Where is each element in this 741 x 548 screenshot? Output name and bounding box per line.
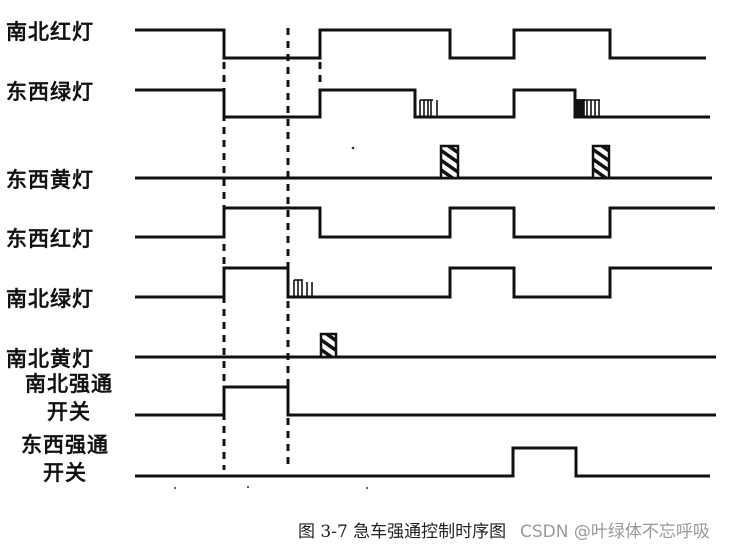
waveform-ns-red	[135, 28, 706, 60]
scan-specks	[174, 146, 368, 489]
label-ns-yellow: 南北黄灯	[6, 347, 94, 371]
label-ew-override-line2: 开关	[43, 461, 87, 485]
waveform-ew-red	[135, 206, 715, 239]
label-ew-red: 东西红灯	[6, 227, 94, 251]
label-ew-yellow: 东西黄灯	[6, 168, 94, 192]
label-ns-green: 南北绿灯	[6, 287, 94, 311]
label-ew-green: 东西绿灯	[6, 80, 94, 104]
blink-ns-green	[293, 279, 313, 297]
yellow-pulse-ew-2	[591, 144, 611, 180]
label-ns-override-line2: 开关	[47, 400, 91, 424]
blink-ew-green-1	[419, 99, 438, 117]
yellow-pulse-ns	[319, 332, 338, 359]
label-ns-override: 南北强通 开关	[6, 370, 132, 426]
figure-caption: 图 3-7 急车强通控制时序图	[298, 522, 507, 542]
yellow-pulse-ew-1	[439, 144, 460, 180]
waveform-ew-green	[135, 88, 710, 119]
label-ew-override: 东西强通 开关	[2, 431, 128, 487]
waveform-ew-override	[135, 446, 710, 478]
waveform-ns-override	[135, 385, 716, 417]
label-ns-override-line1: 南北强通	[25, 372, 113, 396]
blink-marks	[293, 99, 600, 297]
label-ew-override-line1: 东西强通	[21, 433, 109, 457]
waveform-ns-green	[135, 266, 712, 299]
watermark: CSDN @叶绿体不忘呼吸	[520, 522, 710, 542]
label-ns-red: 南北红灯	[6, 20, 94, 44]
blink-ew-green-2	[575, 99, 600, 118]
